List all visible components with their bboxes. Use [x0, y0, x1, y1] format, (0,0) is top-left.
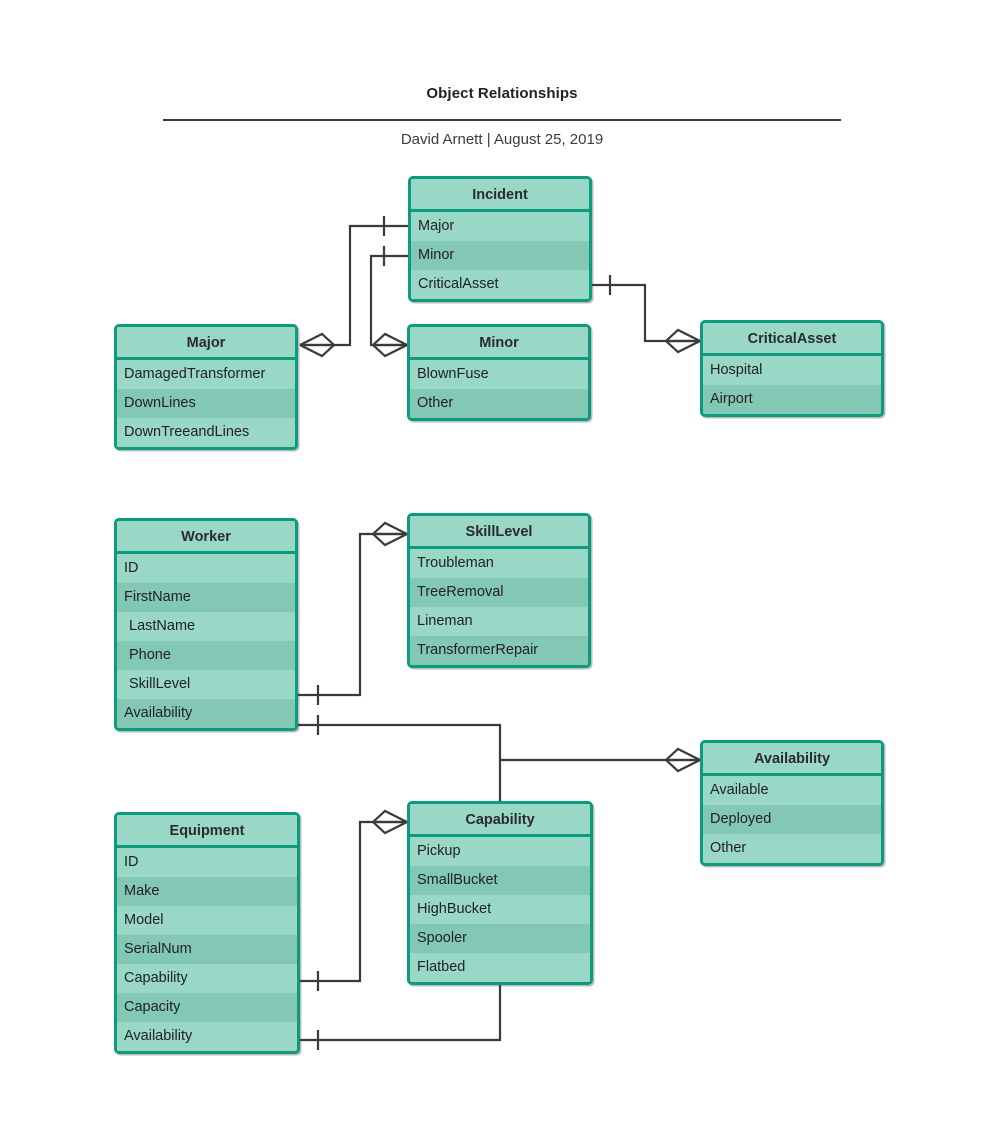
entity-attribute[interactable]: SerialNum	[117, 935, 297, 964]
relationship-worker-availability	[298, 715, 701, 773]
entity-attribute-list: ID FirstName LastName Phone SkillLevel A…	[117, 554, 295, 728]
entity-attribute[interactable]: LastName	[117, 612, 295, 641]
entity-worker[interactable]: Worker ID FirstName LastName Phone Skill…	[114, 518, 298, 731]
entity-attribute[interactable]: Availability	[117, 699, 295, 728]
title-divider	[163, 119, 841, 121]
entity-attribute[interactable]: Spooler	[410, 924, 590, 953]
entity-skilllevel[interactable]: SkillLevel Troubleman TreeRemoval Linema…	[407, 513, 591, 668]
entity-minor[interactable]: Minor BlownFuse Other	[407, 324, 591, 421]
crowsfoot-major	[299, 332, 336, 358]
crowsfoot-criticalasset	[664, 328, 701, 354]
entity-header: Equipment	[117, 815, 297, 848]
crowsfoot-capability	[371, 809, 408, 835]
entity-attribute[interactable]: CriticalAsset	[411, 270, 589, 299]
entity-attribute[interactable]: Make	[117, 877, 297, 906]
entity-attribute[interactable]: Availability	[117, 1022, 297, 1051]
entity-incident[interactable]: Incident Major Minor CriticalAsset	[408, 176, 592, 302]
entity-header: Incident	[411, 179, 589, 212]
entity-attribute[interactable]: Model	[117, 906, 297, 935]
entity-header: Minor	[410, 327, 588, 360]
entity-attribute-list: Available Deployed Other	[703, 776, 881, 863]
entity-attribute-list: Troubleman TreeRemoval Lineman Transform…	[410, 549, 588, 665]
entity-header: Capability	[410, 804, 590, 837]
entity-attribute[interactable]: Minor	[411, 241, 589, 270]
entity-attribute[interactable]: Airport	[703, 385, 881, 414]
entity-attribute[interactable]: DownTreeandLines	[117, 418, 295, 447]
entity-attribute[interactable]: Capacity	[117, 993, 297, 1022]
relationship-incident-criticalasset	[592, 275, 701, 354]
entity-attribute-list: BlownFuse Other	[410, 360, 588, 418]
crowsfoot-skilllevel	[371, 521, 408, 547]
entity-attribute[interactable]: Other	[410, 389, 588, 418]
crowsfoot-availability	[664, 747, 701, 773]
entity-attribute[interactable]: ID	[117, 554, 295, 583]
entity-attribute[interactable]: Major	[411, 212, 589, 241]
relationship-incident-major	[299, 216, 408, 358]
entity-criticalasset[interactable]: CriticalAsset Hospital Airport	[700, 320, 884, 417]
relationship-incident-minor	[369, 246, 408, 358]
entity-attribute[interactable]: Available	[703, 776, 881, 805]
entity-attribute[interactable]: Flatbed	[410, 953, 590, 982]
entity-major[interactable]: Major DamagedTransformer DownLines DownT…	[114, 324, 298, 450]
entity-availability[interactable]: Availability Available Deployed Other	[700, 740, 884, 866]
entity-attribute[interactable]: TransformerRepair	[410, 636, 588, 665]
entity-attribute-list: Major Minor CriticalAsset	[411, 212, 589, 299]
entity-attribute[interactable]: DamagedTransformer	[117, 360, 295, 389]
entity-attribute[interactable]: Capability	[117, 964, 297, 993]
entity-attribute[interactable]: HighBucket	[410, 895, 590, 924]
relationship-worker-skilllevel	[298, 521, 408, 705]
entity-header: Major	[117, 327, 295, 360]
entity-attribute[interactable]: ID	[117, 848, 297, 877]
entity-attribute-list: DamagedTransformer DownLines DownTreeand…	[117, 360, 295, 447]
entity-attribute-list: Pickup SmallBucket HighBucket Spooler Fl…	[410, 837, 590, 982]
entity-attribute[interactable]: Hospital	[703, 356, 881, 385]
entity-attribute[interactable]: SmallBucket	[410, 866, 590, 895]
entity-attribute[interactable]: Deployed	[703, 805, 881, 834]
page-subtitle: David Arnett | August 25, 2019	[400, 131, 604, 148]
entity-equipment[interactable]: Equipment ID Make Model SerialNum Capabi…	[114, 812, 300, 1054]
crowsfoot-minor	[371, 332, 408, 358]
relationship-equipment-capability	[300, 809, 408, 991]
entity-attribute[interactable]: TreeRemoval	[410, 578, 588, 607]
entity-attribute[interactable]: SkillLevel	[117, 670, 295, 699]
entity-header: Worker	[117, 521, 295, 554]
entity-attribute[interactable]: BlownFuse	[410, 360, 588, 389]
entity-attribute[interactable]: Other	[703, 834, 881, 863]
page-title: Object Relationships	[426, 85, 578, 102]
entity-attribute[interactable]: Lineman	[410, 607, 588, 636]
entity-header: Availability	[703, 743, 881, 776]
entity-attribute[interactable]: Phone	[117, 641, 295, 670]
entity-attribute-list: ID Make Model SerialNum Capability Capac…	[117, 848, 297, 1051]
entity-attribute[interactable]: Pickup	[410, 837, 590, 866]
entity-header: SkillLevel	[410, 516, 588, 549]
entity-capability[interactable]: Capability Pickup SmallBucket HighBucket…	[407, 801, 593, 985]
entity-attribute[interactable]: DownLines	[117, 389, 295, 418]
entity-header: CriticalAsset	[703, 323, 881, 356]
entity-attribute[interactable]: Troubleman	[410, 549, 588, 578]
entity-attribute-list: Hospital Airport	[703, 356, 881, 414]
entity-attribute[interactable]: FirstName	[117, 583, 295, 612]
